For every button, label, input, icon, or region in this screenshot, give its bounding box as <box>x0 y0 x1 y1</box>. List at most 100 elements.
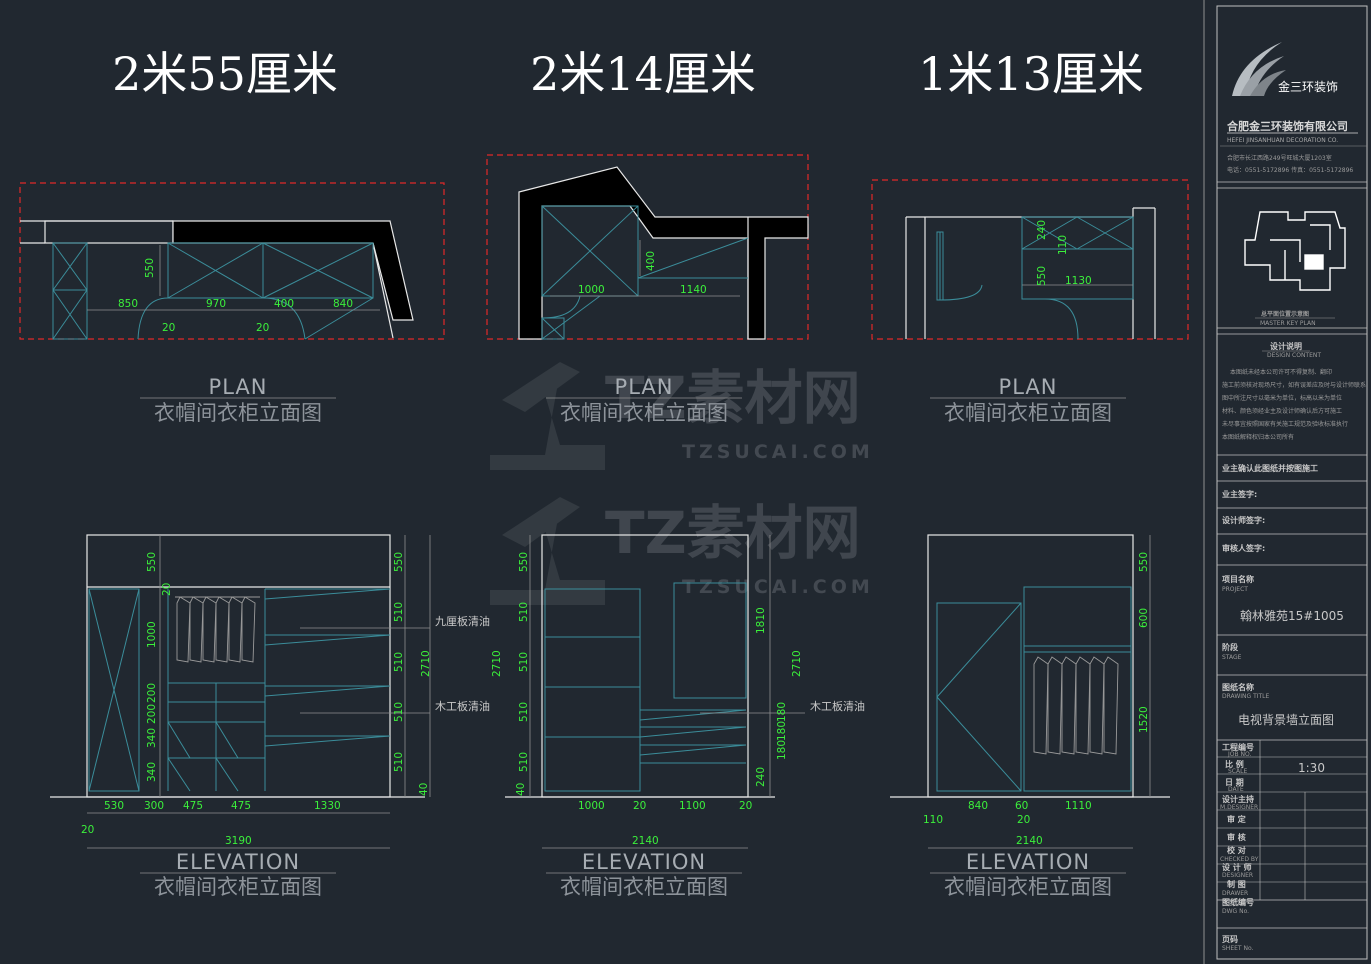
company-address: 合肥市长江西路249号旺城大厦1203室 <box>1227 154 1332 162</box>
dim-e3-right-0: 550 <box>1138 552 1150 572</box>
chief-designer-label: 设计主持 <box>1222 794 1254 804</box>
plan-labels: PLAN 衣帽间衣柜立面图 PLAN 衣帽间衣柜立面图 PLAN 衣帽间衣柜立面… <box>140 375 1126 425</box>
checked-label-en: CHECKED BY <box>1220 856 1259 863</box>
dim-e2-bottom-2: 1100 <box>679 800 706 812</box>
dim-e3-extra-0: 110 <box>923 814 943 826</box>
dim-e1-left-6: 340 <box>146 762 158 782</box>
elevation-label-right: ELEVATION <box>966 850 1090 874</box>
date-label-en: DATE <box>1228 786 1244 793</box>
designer-label: 设 计 师 <box>1222 862 1252 872</box>
dim-e2-left-5: 40 <box>515 783 527 796</box>
designer-signature-label: 设计师签字: <box>1222 515 1265 525</box>
watermark-upper: TZ素材网 TZSUCAI.COM <box>490 362 874 470</box>
dim-e3-right-2: 1520 <box>1138 706 1150 733</box>
elevation-labels: ELEVATION 衣帽间衣柜立面图 ELEVATION 衣帽间衣柜立面图 EL… <box>140 850 1126 899</box>
dim-e1-left-0: 550 <box>146 552 158 572</box>
dim-e1-right-0: 550 <box>393 552 405 572</box>
plan-subtitle-right: 衣帽间衣柜立面图 <box>944 401 1112 425</box>
dim-e1-bottom-1: 300 <box>144 800 164 812</box>
dim-e2-left-4: 510 <box>518 752 530 772</box>
dim-e1-right-5: 40 <box>418 783 430 796</box>
dim-p1-6: 20 <box>256 322 269 334</box>
scale-value: 1:30 <box>1298 761 1325 775</box>
sheet-no-label: 页码 <box>1222 935 1238 944</box>
note-wood-board-middle: 木工板清油 <box>810 699 865 713</box>
note-wood-board-left: 木工板清油 <box>435 699 490 713</box>
design-note-5: 本图纸解释权归本公司所有 <box>1222 433 1294 441</box>
dim-p1-0: 550 <box>144 258 156 278</box>
dim-e2-right-total: 2710 <box>791 650 803 677</box>
drawing-title-label-en: DRAWING TITLE <box>1222 693 1270 700</box>
stage-label: 阶段 <box>1222 642 1238 652</box>
dim-e2-bottom-3: 20 <box>739 800 752 812</box>
dim-p3-1: 110 <box>1057 235 1069 255</box>
plan-label-left: PLAN <box>209 375 268 399</box>
dim-p2-1: 400 <box>645 251 657 271</box>
dim-p3-3: 1130 <box>1065 275 1092 287</box>
project-label-en: PROJECT <box>1222 586 1248 593</box>
company-logo <box>1232 42 1286 96</box>
company-name-cn: 合肥金三环装饰有限公司 <box>1227 119 1348 133</box>
plan-view-middle: 1000 400 1140 <box>486 154 809 340</box>
scale-label-en: SCALE <box>1228 768 1247 775</box>
dim-p1-1: 850 <box>118 298 138 310</box>
drawer-label-en: DRAWER <box>1222 890 1248 897</box>
plan-subtitle-middle: 衣帽间衣柜立面图 <box>560 401 728 425</box>
dwg-no-label: 图纸编号 <box>1222 897 1254 907</box>
plan-left-boundary <box>19 182 445 340</box>
plan-label-middle: PLAN <box>615 375 674 399</box>
dim-e1-extra: 20 <box>81 824 94 836</box>
dim-e3-bottom-1: 60 <box>1015 800 1028 812</box>
dim-e2-left-2: 510 <box>518 652 530 672</box>
title-middle: 2米14厘米 <box>530 47 756 101</box>
check-label: 审 核 <box>1227 832 1246 842</box>
dim-e2-right-4: 240 <box>755 767 767 787</box>
key-plan-title: 总平面位置示意图 <box>1261 310 1309 318</box>
key-plan-subtitle: MASTER KEY PLAN <box>1260 320 1316 327</box>
designer-label-en: DESIGNER <box>1222 872 1253 879</box>
design-note-4: 未尽事宜按照国家有关施工规范及验收标准执行 <box>1222 420 1348 428</box>
dim-p1-2: 970 <box>206 298 226 310</box>
date-label: 日 期 <box>1225 777 1244 787</box>
drawing-title-label: 图纸名称 <box>1222 682 1254 692</box>
dim-e2-right-1: 180 <box>776 702 788 722</box>
dim-e1-right-2: 510 <box>393 652 405 672</box>
drawer-label: 制 图 <box>1227 879 1246 889</box>
dim-e3-right-1: 600 <box>1138 608 1150 628</box>
dim-e2-width: 2140 <box>632 835 659 847</box>
plan-view-right: 240 110 550 1130 <box>871 179 1189 340</box>
dim-e2-left-1: 510 <box>518 602 530 622</box>
chief-designer-label-en: M.DESIGNER <box>1220 804 1258 811</box>
dim-e3-extra-1: 20 <box>1017 814 1030 826</box>
watermark-site-lower: TZSUCAI.COM <box>682 576 874 598</box>
dim-e1-left-3: 200 <box>146 683 158 703</box>
reviewer-signature-label: 审核人签字: <box>1222 543 1265 553</box>
dim-e2-bottom-0: 1000 <box>578 800 605 812</box>
dim-e2-left-0: 550 <box>518 552 530 572</box>
watermark-site-upper: TZSUCAI.COM <box>682 441 874 463</box>
project-value: 翰林雅苑15#1005 <box>1240 608 1344 623</box>
scale-label: 比 例 <box>1225 759 1244 769</box>
checked-label: 校 对 <box>1227 845 1246 855</box>
dim-e3-width: 2140 <box>1016 835 1043 847</box>
owner-confirm-text: 业主确认此图纸并按图施工 <box>1222 463 1318 473</box>
dim-e2-bottom-1: 20 <box>633 800 646 812</box>
company-phone: 电话：0551-5172896 传真：0551-5172896 <box>1227 166 1353 174</box>
job-no-label: 工程编号 <box>1222 742 1254 752</box>
elevation-label-middle: ELEVATION <box>582 850 706 874</box>
dim-e1-left-1: 20 <box>161 583 173 596</box>
audit-label: 审 定 <box>1227 814 1246 824</box>
stage-label-en: STAGE <box>1222 654 1242 661</box>
dim-e1-total: 2710 <box>420 650 432 677</box>
dim-p2-0: 1000 <box>578 284 605 296</box>
elevation-view-left: 550 510 510 510 510 40 2710 550 20 1000 … <box>50 534 490 849</box>
plan-right-boundary <box>871 179 1189 340</box>
note-nine-board: 九厘板清油 <box>435 614 490 628</box>
design-notes-title: 设计说明 <box>1270 341 1302 351</box>
dim-e1-left-5: 340 <box>146 728 158 748</box>
company-name-en: HEFEI JINSANHUAN DECORATION CO. <box>1227 137 1338 144</box>
design-note-2: 图中所注尺寸以毫米为单位，标高以米为单位 <box>1222 394 1342 402</box>
dim-p3-2: 550 <box>1036 266 1048 286</box>
dim-e2-right-0: 1810 <box>755 607 767 634</box>
dim-e2-left-3: 510 <box>518 702 530 722</box>
